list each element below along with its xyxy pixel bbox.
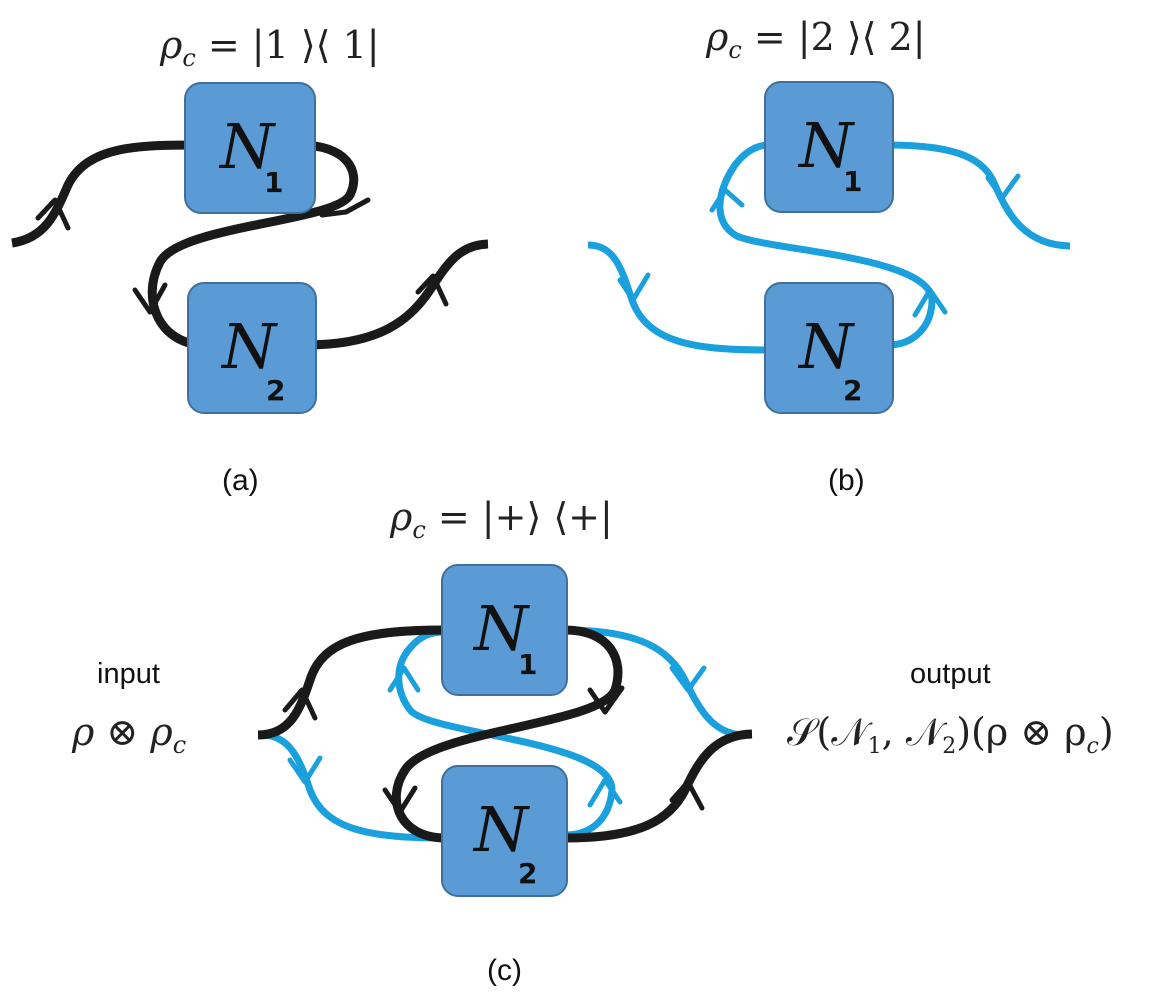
panel-b-n1-symbol: N (797, 109, 856, 182)
panel-c-blue-arrow-1 (287, 755, 323, 785)
panel-c-box-n1: N 1 (441, 564, 568, 696)
panel-c-black-arrow-4 (669, 779, 705, 811)
panel-c-black-arrow-1 (282, 687, 318, 721)
panel-a-arrow-1 (35, 197, 71, 231)
panel-c-input-word: input (97, 658, 160, 690)
panel-a-n1-subscript: 1 (264, 166, 283, 199)
panel-c-path-order-2 (261, 626, 746, 842)
panel-a-caption: (a) (222, 464, 259, 497)
panel-b: ρc = |2 ⟩⟨ 2| N 1 N 2 (b) (587, 15, 1071, 497)
panel-c-blue-arrow-4 (669, 665, 707, 693)
panel-c-box-n2: N 2 (441, 765, 568, 897)
panel-b-arrow-3 (709, 187, 745, 213)
panel-c-input-expression: ρ ⊗ ρc (71, 710, 186, 759)
panel-a-arrow-2 (319, 197, 371, 218)
panel-c-output-expression: 𝒮(𝒩1, 𝒩2)(ρ ⊗ ρc) (787, 710, 1114, 759)
panel-a-state-label: ρc = |1 ⟩⟨ 1| (159, 23, 380, 72)
panel-c-blue-arrow-3 (387, 665, 421, 693)
panel-c-caption: (c) (487, 954, 522, 987)
panel-a-n1-symbol: N (218, 110, 277, 183)
panel-c-blue-arrow-2 (587, 777, 623, 808)
panel-a-box-n2: N 2 (187, 282, 317, 414)
panel-a-n2-symbol: N (220, 310, 279, 383)
panel-b-caption: (b) (828, 464, 865, 497)
panel-c-n2-subscript: 2 (518, 857, 537, 890)
panel-c-n1-subscript: 1 (518, 648, 537, 681)
panel-a-path-order-1 (11, 140, 489, 350)
panel-a-arrow-3 (132, 282, 168, 315)
panel-b-arrow-2 (912, 287, 948, 318)
panel-b-n2-subscript: 2 (843, 374, 862, 407)
panel-a: ρc = |1 ⟩⟨ 1| N 1 N 2 (a) (11, 23, 489, 497)
panel-b-n1-subscript: 1 (843, 165, 862, 198)
panel-b-arrow-1 (617, 272, 651, 303)
panel-c-black-arrow-3 (382, 785, 418, 815)
panel-c-black-arrow-2 (587, 685, 625, 715)
panel-b-state-label: ρc = |2 ⟩⟨ 2| (705, 15, 926, 64)
panel-a-box-n1: N 1 (184, 82, 316, 214)
panel-a-arrow-4 (415, 273, 449, 307)
panel-c-n1-symbol: N (472, 592, 531, 665)
panel-b-box-n2: N 2 (764, 282, 894, 414)
panel-c-state-label: ρc = |+⟩ ⟨+| (389, 495, 613, 544)
panel-a-n2-subscript: 2 (266, 374, 285, 407)
panel-c-n2-symbol: N (472, 793, 531, 866)
panel-b-box-n1: N 1 (764, 81, 894, 213)
panel-b-n2-symbol: N (797, 310, 856, 383)
panel-c-output-word: output (910, 658, 991, 690)
panel-c: ρc = |+⟩ ⟨+| N 1 N 2 input ρ ⊗ ρc output… (71, 495, 1114, 987)
panel-b-arrow-4 (985, 173, 1021, 201)
